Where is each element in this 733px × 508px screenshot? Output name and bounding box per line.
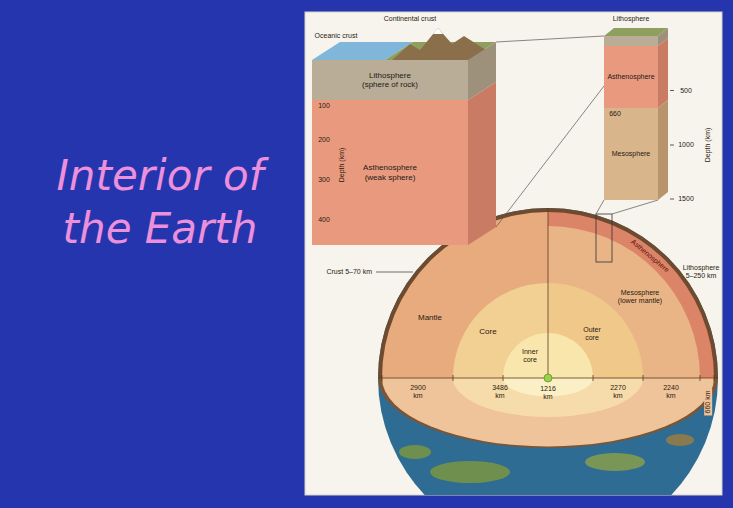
zoom-box [596,214,612,262]
mantle-layer [382,378,714,446]
layer-label: Lithosphere 5–250 km [681,264,721,279]
zoom-line [612,200,658,214]
land-mass [585,453,645,471]
tick [670,199,674,200]
slide-title: Interior of the Earth [35,150,285,255]
layer-label: Outer core [578,326,606,341]
block-side [468,82,496,245]
depth-ticks [670,91,674,200]
tick [453,375,454,381]
thickness-label: 2900 km [406,384,430,399]
asthenosphere-layer [548,212,714,378]
leader-line [376,272,413,273]
zoom-lines [496,36,658,227]
depth-number: 300 [318,176,330,184]
land-mass [430,461,510,483]
radius-ticks [382,375,714,381]
zoom-line [596,200,604,214]
lithosphere-band: Lithosphere [604,15,658,46]
depth-number: 100 [318,102,330,110]
depth-number: 500 [680,87,692,95]
axis-title: Depth (km) [338,148,346,183]
outer-core-layer [453,378,643,417]
thickness-label: 3486 km [488,384,512,399]
cut-edge [548,208,549,378]
layer-name: Asthenosphere (weak sphere) [358,163,422,181]
layer-name: Mesosphere [612,150,651,158]
tick [670,145,674,146]
surface-label: Oceanic crust [315,32,358,40]
layer-name: Lithosphere (sphere of rock) [358,71,422,89]
outer-core-layer [453,283,548,378]
layer-name: Lithosphere [613,15,650,23]
inner-core-layer [503,333,548,378]
land-mass [399,445,431,459]
depth-number: 400 [318,216,330,224]
depth-number: 660 [609,110,621,118]
land-mass [666,434,694,446]
snow-cap [433,28,443,34]
tick [670,90,674,91]
depth-number: 1000 [678,141,694,149]
axis-title: Depth (km) [704,128,712,163]
layer-name: Asthenosphere [607,73,654,81]
block-top [604,28,668,36]
thickness-label: 1216 km [536,385,560,400]
globe [378,208,718,495]
thickness-label: 660 km [704,389,712,416]
crust-layer [548,208,718,378]
layer-label: Mesosphere (lower mantle) [613,289,667,304]
thickness-label: 2270 km [606,384,630,399]
surface-label: Continental crust [384,15,437,23]
mesosphere-layer [548,226,700,378]
center-dot [544,374,552,382]
band-fill [604,36,658,46]
layer-label: Crust 5–70 km [316,268,372,276]
block-side [658,38,668,108]
block-side [658,100,668,200]
lithosphere-band: Lithosphere (sphere of rock) [312,60,468,100]
layer-label: Core [479,328,496,337]
tick [643,375,644,381]
mountains [392,28,486,60]
asthenosphere-band: Asthenosphere (weak sphere) [312,100,468,245]
tick [714,375,715,381]
tick [503,375,504,381]
thickness-label: 2240 km [659,384,683,399]
crust-layer [378,378,718,448]
tick [382,375,383,381]
tick [700,375,701,381]
zoom-line [496,36,604,42]
figure-panel [305,12,722,495]
zoom-line [496,86,604,227]
layer-label: Inner core [519,348,541,363]
depth-number: 200 [318,136,330,144]
mesosphere-band: Mesosphere [604,108,658,200]
depth-number: 1500 [678,195,694,203]
tick [593,375,594,381]
asthenosphere-band: Asthenosphere [604,46,658,108]
layer-label: Mantle [418,314,442,323]
globe-surface [378,208,718,495]
